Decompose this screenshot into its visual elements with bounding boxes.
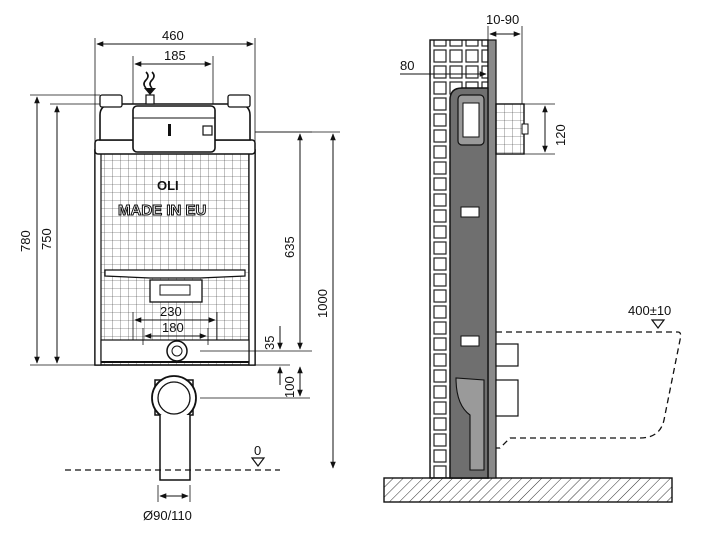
side-view: 10-90 80 120 400±10: [383, 12, 682, 503]
front-view: OLI MADE IN EU 460 18: [18, 28, 340, 523]
dim-780: 780: [18, 230, 33, 252]
frame-side-profile: [449, 39, 497, 479]
flush-plate-box: [495, 103, 525, 155]
dim-180: 180: [162, 320, 184, 335]
dim-10-90: 10-90: [486, 12, 519, 27]
dim-1000: 1000: [315, 289, 330, 318]
dim-pipe-diameter: Ø90/110: [143, 508, 192, 523]
brand-logo: OLI: [157, 178, 179, 193]
dim-635: 635: [282, 236, 297, 258]
dim-460: 460: [162, 28, 184, 43]
dim-230: 230: [160, 304, 182, 319]
frame-body: [94, 139, 256, 366]
water-inlet-icon: [143, 71, 155, 89]
cistern-housing: [99, 71, 251, 153]
floor-slab: [383, 477, 673, 503]
dim-750: 750: [39, 228, 54, 250]
dim-185: 185: [164, 48, 186, 63]
dim-120: 120: [553, 124, 568, 146]
dim-35: 35: [262, 336, 277, 350]
dim-100: 100: [282, 376, 297, 398]
dim-bowl-height: 400±10: [628, 303, 671, 318]
wc-bowl-outline: [496, 331, 682, 449]
floor-level-label: 0: [254, 443, 261, 458]
dim-80: 80: [400, 58, 414, 73]
made-in-eu-stamp: MADE IN EU: [118, 202, 206, 219]
drain-pipe: [151, 375, 197, 481]
flush-outlet: [100, 339, 250, 363]
